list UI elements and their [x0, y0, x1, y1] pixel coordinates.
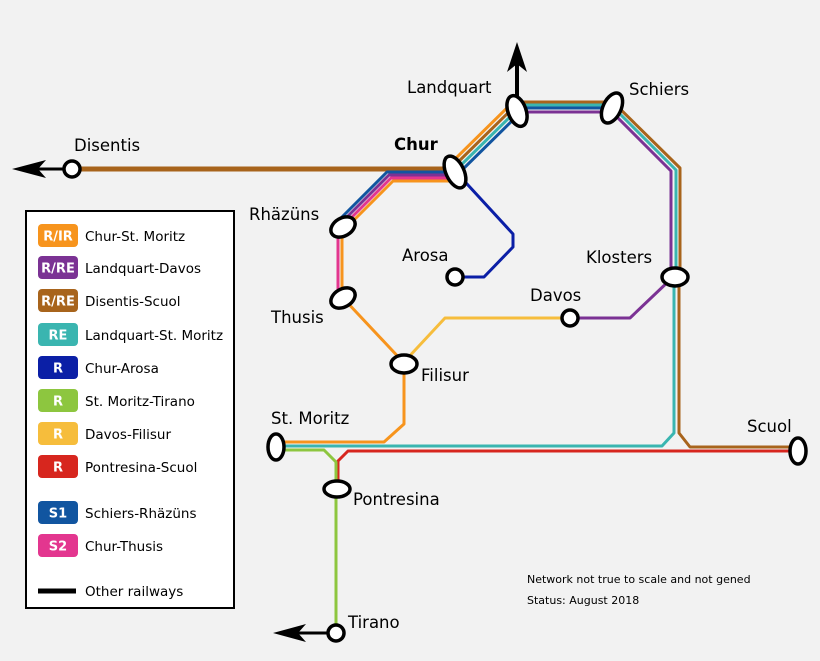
- legend-badge: [38, 422, 78, 445]
- station-label-disentis: Disentis: [74, 136, 140, 155]
- station-labels: Disentis Landquart Schiers Chur Rhäzüns …: [74, 78, 792, 632]
- line-chur-landquart-brown: [450, 105, 516, 170]
- station-label-chur: Chur: [394, 135, 439, 154]
- legend-badge-text: R: [53, 428, 63, 443]
- arrow-left-icon: [273, 624, 306, 642]
- legend-label: St. Moritz-Tirano: [85, 394, 195, 410]
- line-chur-arosa: [454, 170, 515, 279]
- legend-label: Landquart-St. Moritz: [85, 328, 223, 344]
- legend-other-railways-label: Other railways: [85, 584, 183, 600]
- line-chur-landquart-blue: [456, 111, 522, 176]
- legend-badge: [38, 256, 78, 279]
- legend-label: Davos-Filisur: [85, 427, 171, 443]
- station-label-rhazuns: Rhäzüns: [249, 205, 319, 224]
- legend-label: Pontresina-Scuol: [85, 460, 197, 476]
- station-landquart-marker: [505, 93, 529, 129]
- station-label-filisur: Filisur: [421, 366, 469, 385]
- line-chur-landquart-orange: [447, 102, 513, 167]
- legend-badge-text: R: [53, 362, 63, 377]
- station-label-thusis: Thusis: [270, 308, 324, 327]
- station-thusis-marker: [329, 286, 357, 310]
- legend-badge: [38, 501, 78, 524]
- station-label-arosa: Arosa: [402, 246, 449, 265]
- station-label-pontresina: Pontresina: [353, 490, 440, 509]
- line-klosters-scuol-brown: [677, 278, 798, 449]
- line-schiers-klosters-teal: [610, 104, 678, 277]
- legend-badge: [38, 455, 78, 478]
- station-pontresina-marker: [322, 479, 352, 499]
- legend-badge: [38, 224, 78, 247]
- legend-label: Chur-Arosa: [85, 361, 159, 377]
- station-schiers-marker: [599, 91, 625, 125]
- station-stmoritz-marker: [266, 432, 286, 462]
- station-label-schiers: Schiers: [629, 80, 689, 99]
- lines: [30, 60, 798, 635]
- legend-badge-text: S1: [49, 507, 67, 522]
- line-schiers-klosters-brown: [611, 100, 682, 277]
- legend-badge: [38, 534, 78, 557]
- legend-badge-text: RE: [49, 329, 68, 344]
- line-klosters-stmoritz-teal: [277, 278, 676, 448]
- station-scuol-marker: [788, 436, 808, 466]
- station-label-stmoritz: St. Moritz: [271, 409, 349, 428]
- legend-label: Chur-Thusis: [85, 539, 163, 555]
- legend-label: Disentis-Scuol: [85, 294, 181, 310]
- legend-badge: [38, 323, 78, 346]
- legend-badge-text: R/RE: [41, 262, 75, 277]
- legend-badge: [38, 356, 78, 379]
- legend-badge-text: R/RE: [41, 295, 75, 310]
- station-label-landquart: Landquart: [407, 78, 492, 97]
- line-thusis-stmoritz: [277, 296, 406, 444]
- line-stmoritz-tirano: [277, 448, 338, 633]
- note-status: Status: August 2018: [527, 594, 639, 607]
- legend-badge-text: S2: [49, 540, 67, 555]
- legend-label: Landquart-Davos: [85, 261, 201, 277]
- arrow-up-icon: [507, 42, 527, 72]
- line-schiers-klosters-purple: [609, 109, 673, 277]
- legend-badge-text: R: [53, 461, 63, 476]
- legend-label: Chur-St. Moritz: [85, 229, 185, 245]
- station-label-davos: Davos: [530, 286, 581, 305]
- station-filisur-marker: [389, 353, 419, 375]
- line-chur-landquart-teal: [453, 108, 519, 173]
- arrows: [12, 42, 527, 642]
- station-chur-marker: [442, 154, 468, 190]
- station-tirano-marker: [326, 623, 346, 643]
- legend-badge: [38, 389, 78, 412]
- station-arosa-marker: [445, 267, 465, 287]
- legend-label: Schiers-Rhäzüns: [85, 506, 197, 522]
- arrow-left-icon: [12, 160, 46, 178]
- station-rhazuns-marker: [329, 215, 357, 239]
- line-klosters-davos: [570, 276, 674, 320]
- line-davos-filisur: [402, 316, 568, 364]
- station-davos-marker: [560, 308, 580, 328]
- station-label-scuol: Scuol: [747, 417, 792, 436]
- note-scale: Network not true to scale and not gened: [527, 573, 751, 586]
- line-pontresina-scuol: [336, 449, 798, 488]
- station-label-klosters: Klosters: [586, 248, 652, 267]
- stations: [62, 91, 808, 643]
- legend-badge-text: R: [53, 395, 63, 410]
- legend-badge: [38, 289, 78, 312]
- station-label-tirano: Tirano: [347, 613, 400, 632]
- legend-badge-text: R/IR: [43, 230, 73, 245]
- station-disentis-marker: [62, 159, 82, 179]
- station-klosters-marker: [660, 266, 690, 288]
